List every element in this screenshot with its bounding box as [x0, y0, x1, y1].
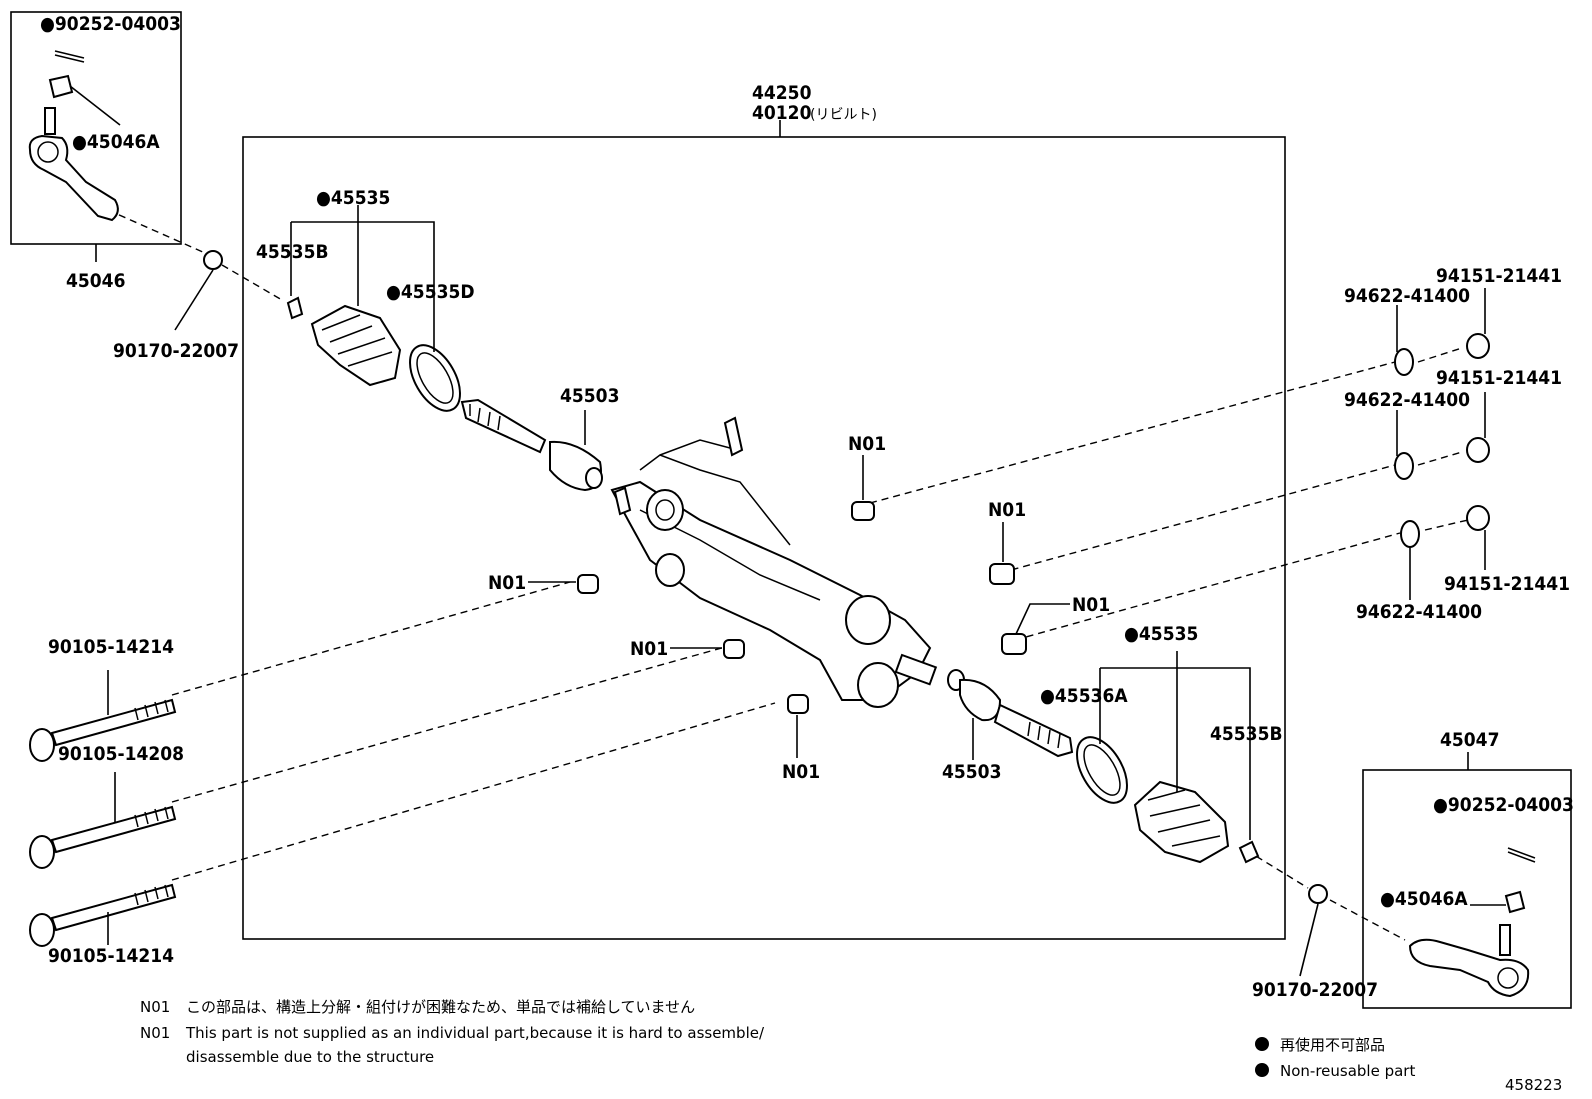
legend-en: Non-reusable part [1280, 1062, 1415, 1080]
label-n01-d: N01 [630, 638, 668, 660]
footnote-en-line1: This part is not supplied as an individu… [185, 1024, 765, 1042]
label-45503-left: 45503 [560, 385, 619, 407]
left-tie-rod-end-part [28, 50, 119, 222]
legend-dot-en [1255, 1063, 1269, 1077]
label-90252-right: ●90252-04003 [1433, 794, 1574, 816]
label-94622-c: 94622-41400 [1356, 601, 1482, 623]
legend-jp: 再使用不可部品 [1280, 1036, 1385, 1054]
label-45535-left: ●45535 [316, 187, 390, 209]
bracket-45535-left [290, 205, 435, 352]
right-boot-part [1076, 736, 1260, 864]
label-90105-a: 90105-14214 [48, 636, 174, 658]
label-rebuilt: (リビルト) [810, 107, 877, 123]
right-tie-rod-end-frame [1362, 769, 1572, 1009]
left-nut-90170 [203, 250, 223, 270]
right-nut-90170 [1308, 884, 1328, 904]
left-bolts [29, 698, 177, 947]
leader-n01-e [1015, 603, 1070, 635]
label-44250: 44250 [752, 82, 812, 104]
label-45535-right: ●45535 [1124, 623, 1198, 645]
figure-number: 458223 [1505, 1076, 1562, 1094]
label-90252-left: ●90252-04003 [40, 13, 181, 35]
right-tie-rod-end-part [1408, 847, 1536, 998]
bracket-45535-right [1099, 651, 1251, 840]
label-90105-c: 90105-14214 [48, 945, 174, 967]
leader-90170-right [1299, 903, 1319, 977]
label-45046A-right: ●45046A [1380, 888, 1468, 910]
label-94622-b: 94622-41400 [1344, 389, 1470, 411]
label-90105-b: 90105-14208 [58, 743, 184, 765]
label-94151-a: 94151-21441 [1436, 265, 1562, 287]
label-90170-right: 90170-22007 [1252, 979, 1378, 1001]
footnote-en-code: N01 [140, 1024, 170, 1042]
label-n01-a: N01 [848, 433, 886, 455]
right-inner-rod-part [947, 669, 1074, 758]
label-94151-b: 94151-21441 [1436, 367, 1562, 389]
n01-bushings [577, 501, 1027, 714]
steering-rack-housing [610, 416, 938, 708]
label-90170-left: 90170-22007 [113, 340, 239, 362]
left-inner-rod-part [460, 398, 603, 492]
label-n01-e: N01 [1072, 594, 1110, 616]
label-45503-right: 45503 [942, 761, 1001, 783]
main-assembly-frame [242, 136, 1286, 940]
label-n01-b: N01 [488, 572, 526, 594]
label-45535D: ●45535D [386, 281, 475, 303]
label-n01-c: N01 [988, 499, 1026, 521]
right-washer-nut-leaders [1396, 288, 1486, 600]
label-45047: 45047 [1440, 729, 1499, 751]
label-94151-c: 94151-21441 [1444, 573, 1570, 595]
right-nuts-washers [1394, 333, 1490, 548]
legend-dot-jp [1255, 1037, 1269, 1051]
footnote-en-line2: disassemble due to the structure [186, 1048, 434, 1066]
label-45046A-left: ●45046A [72, 131, 160, 153]
footnote-jp-code: N01 [140, 998, 170, 1016]
leader-90252-left [69, 85, 121, 126]
leader-90170-left [174, 269, 214, 331]
left-boot-part [286, 296, 461, 412]
label-45046: 45046 [66, 270, 125, 292]
footnote-jp-text: この部品は、構造上分解・組付けが困難なため、単品では補給していません [186, 998, 695, 1016]
label-40120: 40120 [752, 102, 812, 124]
label-n01-f: N01 [782, 761, 820, 783]
label-45535B-left: 45535B [256, 241, 329, 263]
label-45536A: ●45536A [1040, 685, 1128, 707]
label-94622-a: 94622-41400 [1344, 285, 1470, 307]
alignment-lines [107, 209, 1469, 941]
label-45535B-right: 45535B [1210, 723, 1283, 745]
